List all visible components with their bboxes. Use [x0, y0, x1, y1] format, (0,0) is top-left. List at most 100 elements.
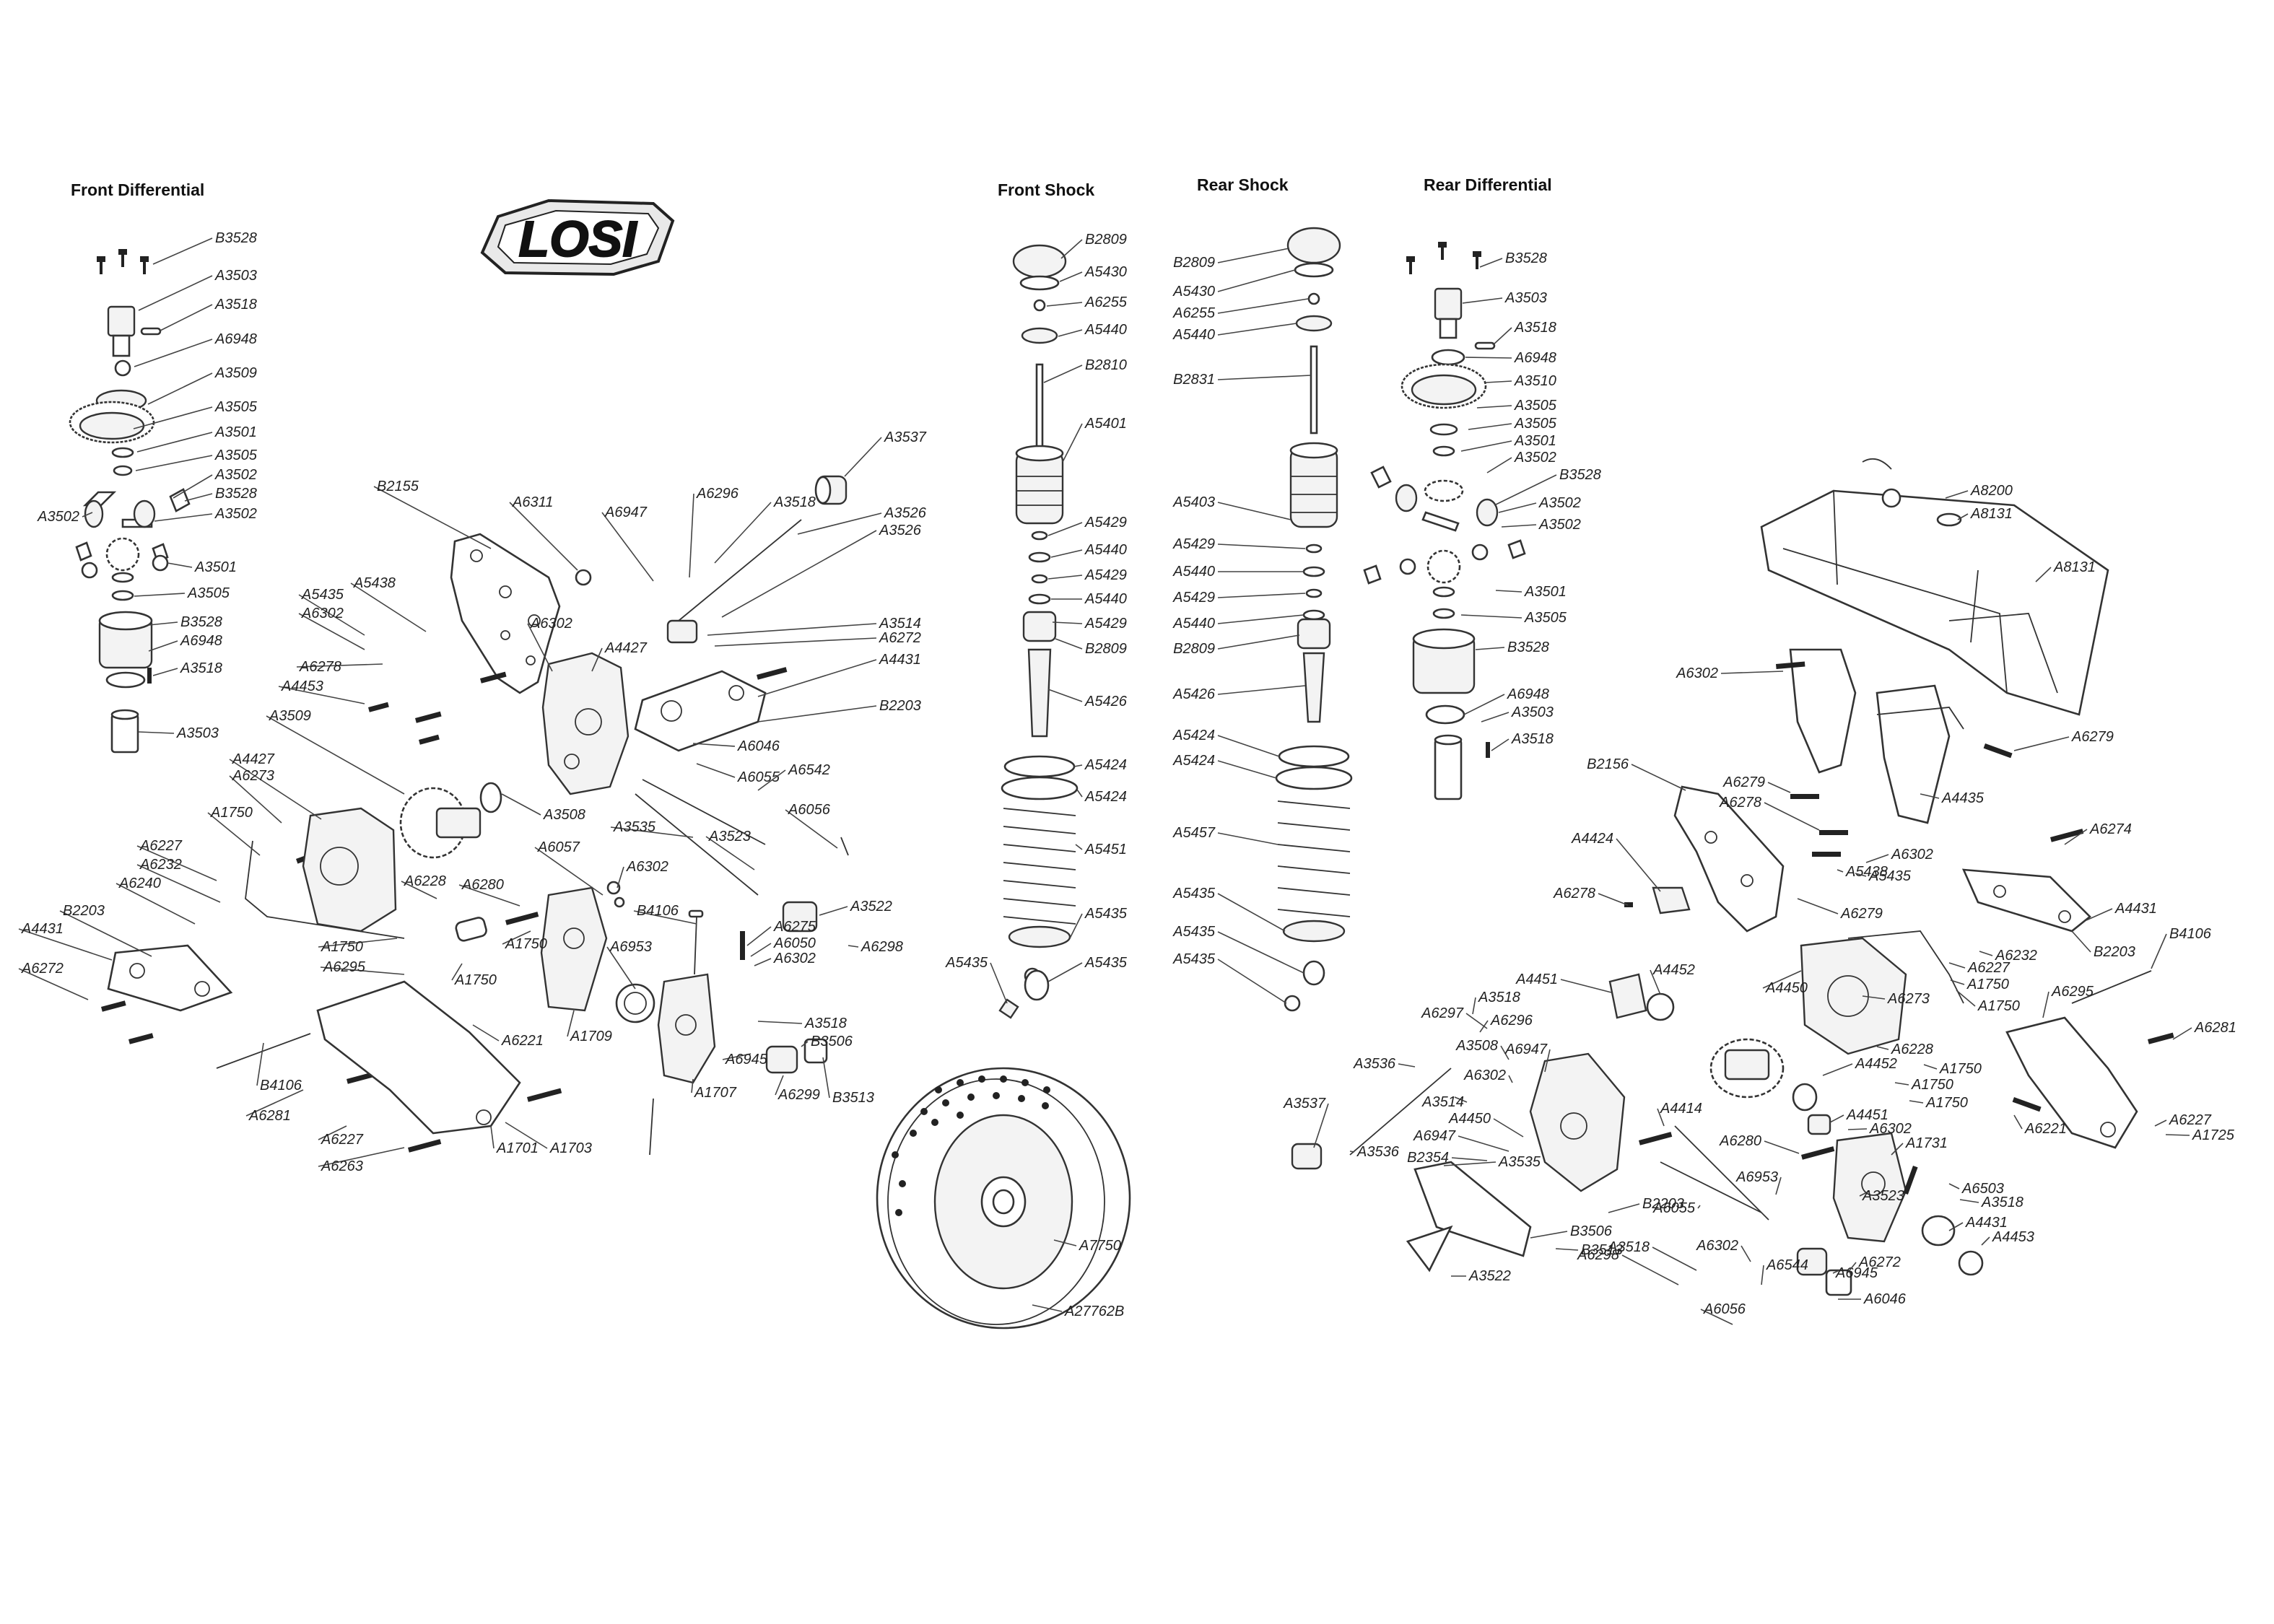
rear-chassis-parts: [1291, 785, 2174, 1296]
leader-line: [1479, 1020, 1489, 1033]
leader-line: [1956, 990, 1976, 1007]
leader-line: [801, 1041, 809, 1047]
leader-line: [173, 474, 213, 499]
leader-line: [1217, 375, 1312, 380]
leader-line: [534, 847, 604, 896]
part-label: A3505: [214, 399, 258, 415]
title-front-shock: Front Shock: [998, 180, 1094, 199]
leader-line: [721, 530, 877, 618]
part-label: A3526: [879, 523, 922, 538]
leader-line: [256, 1042, 264, 1086]
part-label: A3518: [773, 494, 816, 510]
part-label: A6544: [1766, 1257, 1808, 1273]
leader-line: [1479, 258, 1503, 268]
part-label: A8131: [1970, 506, 2013, 522]
part-label: B3513: [1581, 1242, 1623, 1258]
svg-text:LOSI: LOSI: [518, 211, 637, 267]
part-label: A3518: [214, 297, 257, 313]
part-label: A3502: [1538, 495, 1581, 511]
part-number-labels: B3528A3503A3518A6948A3509A3505A3501A3505…: [18, 230, 2236, 1325]
part-label: A1731: [1905, 1135, 1948, 1151]
part-label: B2203: [879, 698, 921, 714]
part-label: A4427: [232, 751, 275, 767]
part-label: A3503: [1511, 704, 1554, 720]
leader-line: [1865, 854, 1889, 863]
leader-line: [591, 647, 603, 672]
part-label: A3522: [850, 899, 892, 914]
leader-line: [750, 943, 772, 957]
leader-line: [1047, 522, 1083, 536]
leader-line: [691, 1078, 694, 1093]
leader-line: [160, 304, 213, 331]
leader-line: [1486, 457, 1512, 473]
leader-line: [757, 769, 786, 791]
part-label: A1750: [454, 972, 497, 988]
leader-line: [167, 562, 193, 568]
part-label: A6274: [2089, 821, 2132, 837]
part-label: A3523: [1862, 1188, 1904, 1204]
part-label: A6302: [1463, 1068, 1506, 1083]
part-label: A4453: [1992, 1229, 2034, 1245]
leader-line: [18, 968, 89, 1000]
part-label: B3528: [180, 614, 222, 630]
leader-line: [1032, 1304, 1063, 1312]
leader-line: [1849, 1262, 1857, 1271]
leader-line: [722, 1053, 752, 1060]
part-label: A3518: [1511, 731, 1554, 747]
leader-line: [148, 621, 178, 626]
leader-line: [1837, 869, 1844, 873]
part-label: A5429: [1084, 567, 1127, 583]
part-label: A6542: [788, 762, 830, 778]
part-label: A6296: [696, 486, 739, 502]
leader-line: [2086, 908, 2113, 921]
leader-line: [148, 640, 178, 652]
leader-line: [136, 432, 213, 453]
leader-line: [2013, 1114, 2023, 1130]
part-label: A6948: [214, 331, 257, 347]
leader-line: [1894, 1082, 1909, 1086]
rear-differential-parts: [1363, 242, 1526, 800]
part-label: B4106: [260, 1078, 302, 1093]
part-label: A3502: [214, 506, 257, 522]
leader-line: [1598, 893, 1629, 906]
part-label: A5429: [1084, 515, 1127, 531]
leader-line: [1050, 549, 1083, 558]
leader-line: [451, 963, 463, 981]
part-label: A4431: [879, 652, 921, 668]
leader-line: [714, 502, 772, 564]
part-label: A3518: [1981, 1195, 2023, 1210]
part-label: A6232: [1995, 948, 2037, 964]
part-label: A6228: [404, 873, 446, 889]
part-label: A6298: [1577, 1247, 1619, 1263]
leader-line: [1217, 735, 1280, 757]
leader-line: [1217, 959, 1287, 1004]
leader-line: [1217, 760, 1277, 779]
part-label: A3505: [214, 448, 258, 463]
part-label: A8131: [2053, 559, 2096, 575]
part-label: A7750: [1079, 1238, 1121, 1254]
part-label: A6228: [1891, 1042, 1933, 1057]
leader-line: [610, 826, 694, 838]
part-label: A3505: [187, 585, 230, 601]
part-label: A4431: [21, 921, 64, 937]
part-label: A5401: [1084, 416, 1127, 432]
part-label: A6302: [626, 859, 668, 875]
leader-line: [1822, 1063, 1853, 1076]
leader-line: [1217, 502, 1291, 520]
leader-line: [1494, 474, 1557, 506]
part-label: B3528: [215, 486, 257, 502]
part-label: B4106: [637, 903, 679, 919]
part-label: A3535: [613, 819, 656, 835]
part-label: A3502: [1514, 450, 1556, 466]
leader-line: [1053, 1239, 1077, 1247]
part-label: A5438: [1845, 864, 1888, 880]
leader-line: [1217, 593, 1306, 598]
part-label: A6945: [1835, 1265, 1878, 1281]
leader-line: [696, 763, 736, 778]
leader-line: [1069, 913, 1083, 939]
leader-line: [567, 1010, 575, 1037]
leader-line: [754, 958, 772, 966]
part-label: A3518: [1478, 990, 1520, 1005]
part-label: A6255: [1084, 294, 1128, 310]
title-rear-shock: Rear Shock: [1197, 175, 1289, 194]
